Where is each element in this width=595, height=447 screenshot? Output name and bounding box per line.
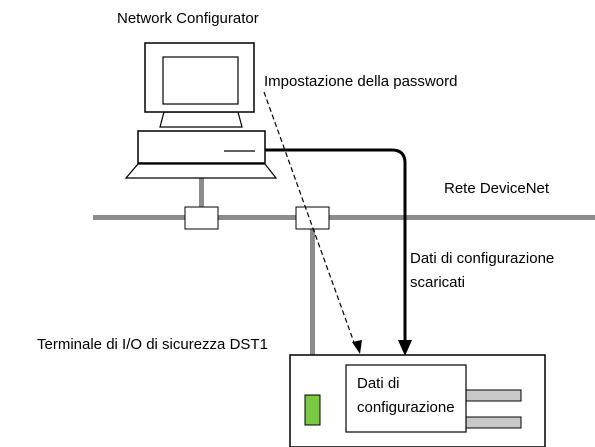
keyboard xyxy=(124,163,278,179)
config-data-label-line2: scaricati xyxy=(410,274,465,291)
config-data-box-line2: configurazione xyxy=(357,399,455,416)
computer-base xyxy=(137,130,266,164)
password-dashed-line xyxy=(263,91,357,349)
config-download-path xyxy=(265,148,407,343)
tap-connector-1 xyxy=(184,206,219,230)
tap-connector-2 xyxy=(295,206,330,230)
config-data-box-line1: Dati di xyxy=(357,375,400,392)
devicenet-label: Rete DeviceNet xyxy=(444,180,550,197)
computer-drop-line xyxy=(199,176,204,217)
terminal-label: Terminale di I/O di sicurezza DST1 xyxy=(37,336,268,353)
io-connector-top xyxy=(465,389,522,402)
monitor-stand xyxy=(159,111,243,128)
password-setting-label: Impostazione della password xyxy=(264,73,457,90)
network-configurator-label: Network Configurator xyxy=(117,10,259,27)
io-connector-bottom xyxy=(465,416,522,429)
password-arrowhead xyxy=(352,340,362,354)
terminal-drop-line xyxy=(310,226,315,355)
devicenet-bus xyxy=(93,215,595,220)
status-led xyxy=(304,394,321,426)
config-data-box xyxy=(345,364,467,433)
safety-io-terminal: Dati di configurazione xyxy=(289,354,546,447)
config-data-label-line1: Dati di configurazione xyxy=(410,250,554,267)
config-download-arrowhead xyxy=(398,340,412,356)
monitor-screen xyxy=(162,56,239,105)
computer-icon xyxy=(124,42,278,179)
